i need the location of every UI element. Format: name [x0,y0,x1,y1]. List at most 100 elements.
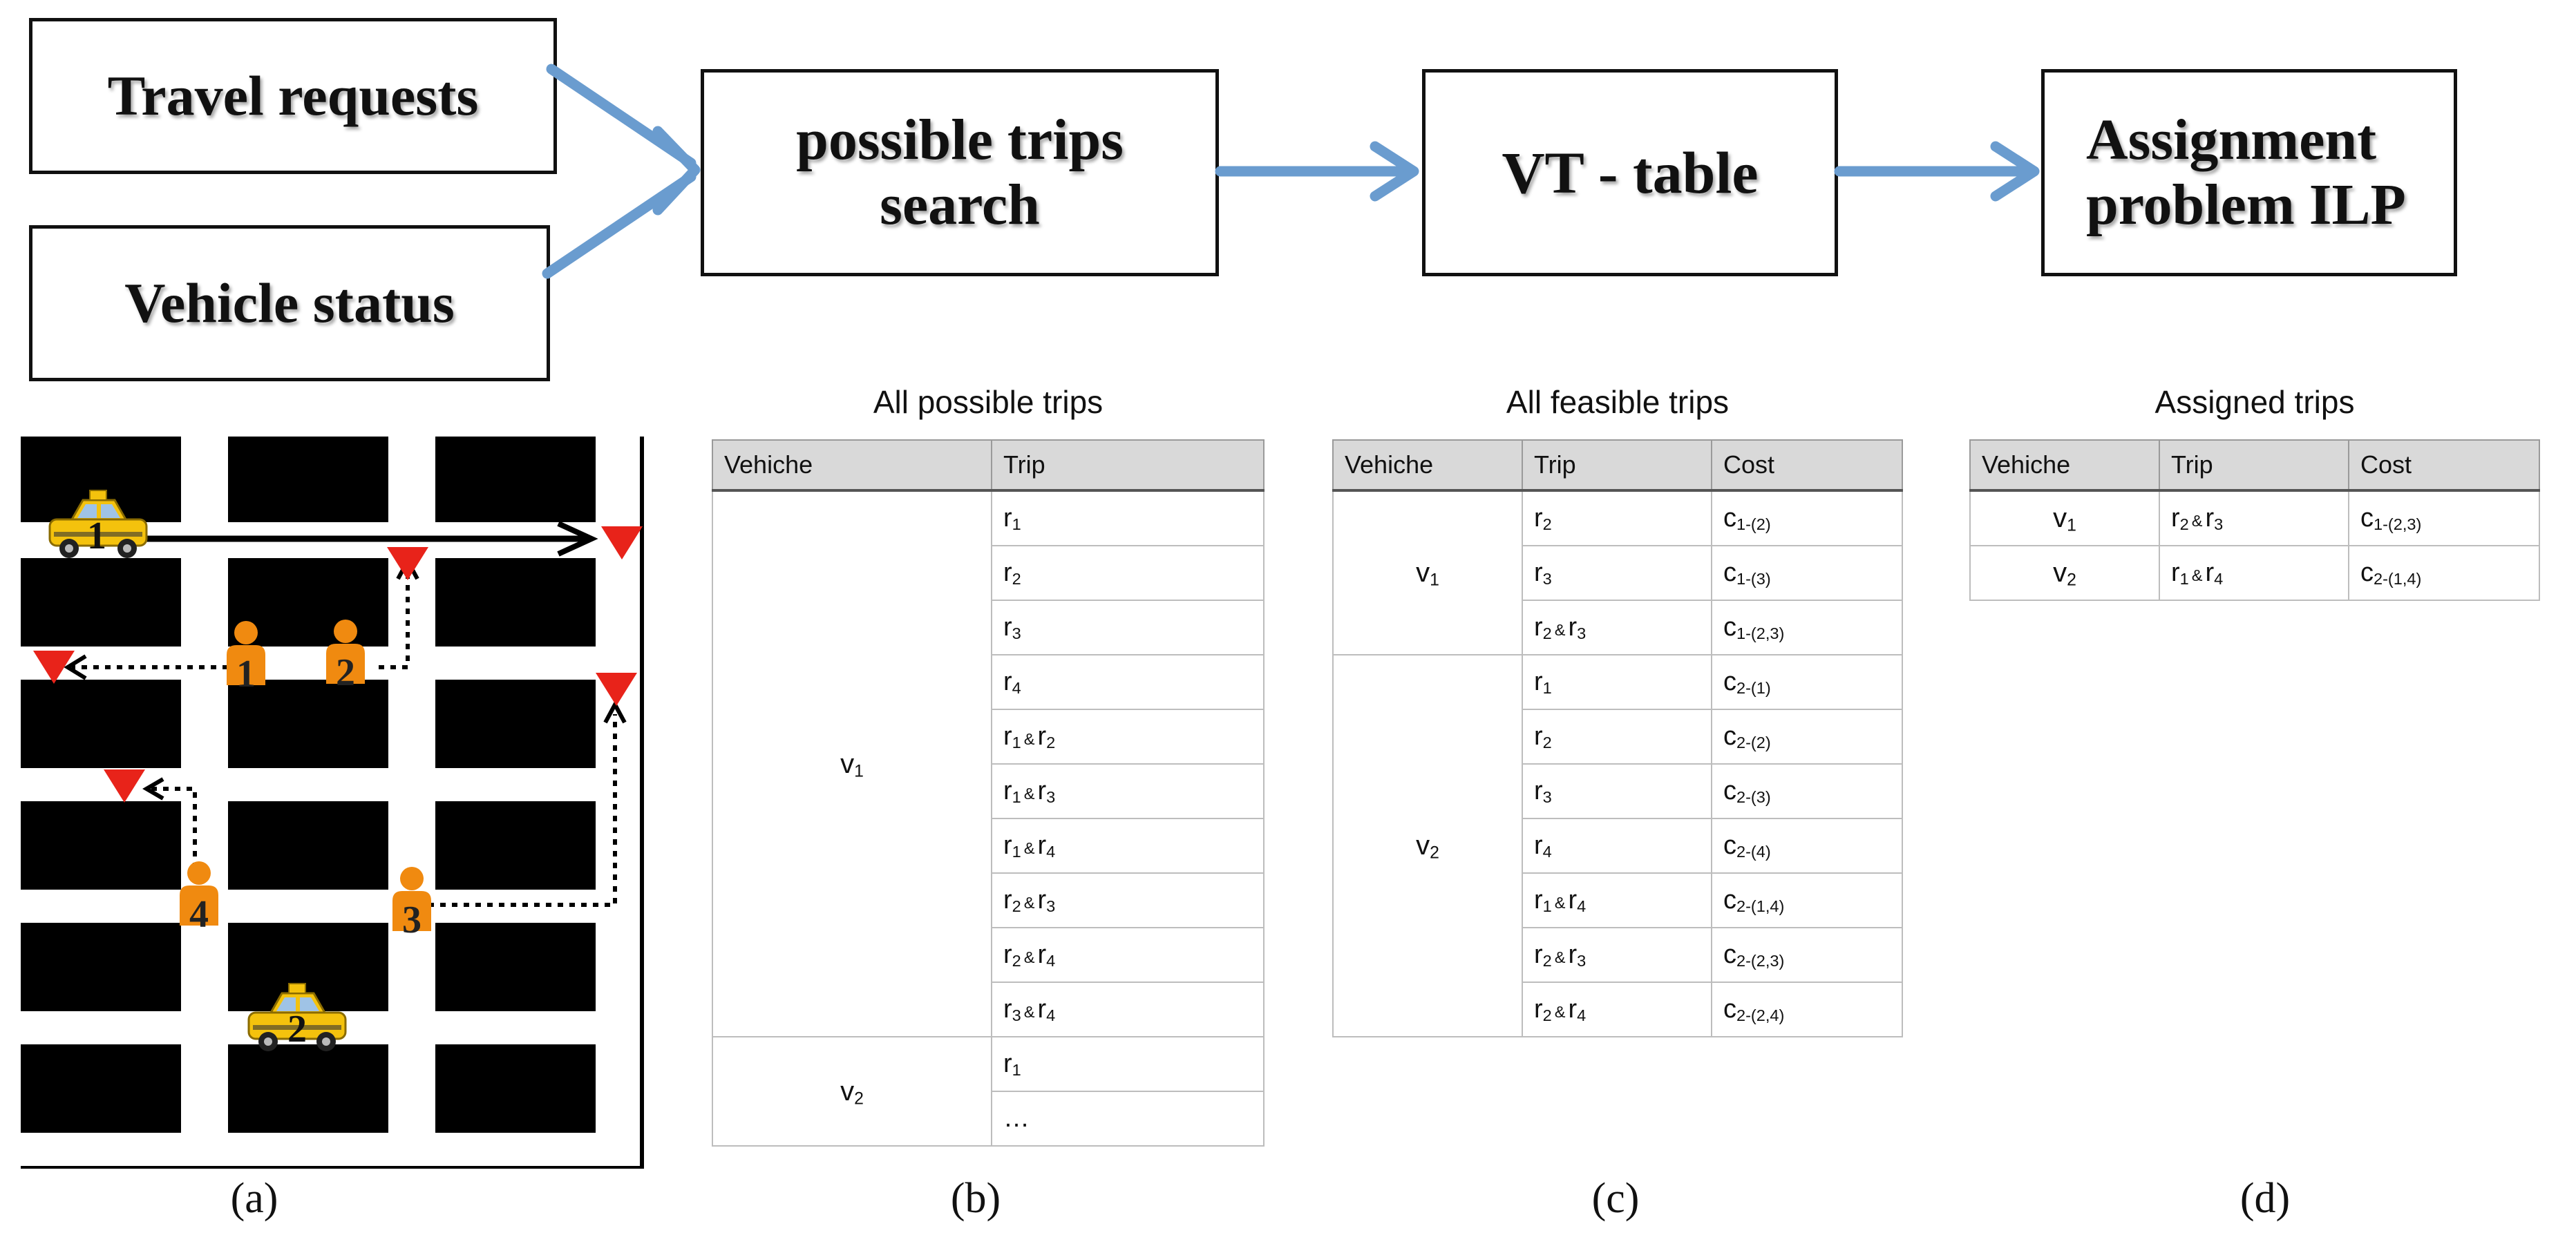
arrow-head-vt [1370,141,1419,202]
trip-term: r1 [1003,722,1021,752]
subscript: 2-(3) [1736,788,1771,807]
trip-cell: r2&r4 [1522,982,1712,1037]
trip-cell: r2&r3 [2159,490,2349,546]
cost-cell: c2-(2,3) [1711,927,1903,983]
subscript: 3 [1577,952,1587,970]
ampersand: & [1023,785,1035,803]
trip-term: r1 [2171,558,2189,588]
vehicle-1-route-head [557,521,598,557]
ampersand: & [1554,948,1566,966]
trip-cell: r2&r3 [1522,927,1712,983]
trip-term: r3 [1003,995,1021,1025]
trip-cell: r2 [991,545,1265,601]
trip-term: r2 [2171,504,2189,534]
trip-cell: r2 [1522,490,1712,546]
trip-term: … [1003,1104,1030,1133]
subscript: 4 [1577,897,1587,916]
subscript: 2-(1) [1736,679,1771,698]
subscript: 1-(3) [1736,570,1771,588]
subscript: 4 [2214,570,2224,588]
trip-term: r1 [1534,885,1552,916]
trip-cell: r2&r3 [991,872,1265,928]
subscript: 2 [1012,897,1021,916]
subscript: 2-(1,4) [1736,897,1785,916]
trip-term: r1 [1003,1049,1021,1080]
trip-cell: r1&r2 [991,709,1265,765]
assignment-ilp-box: Assignment problem ILP [2041,69,2457,276]
subscript: 3 [2214,515,2224,534]
subscript: 3 [1046,788,1056,807]
column-header: Trip [1522,439,1712,492]
cost-cell: c1-(2,3) [2348,490,2540,546]
travel-requests-box: Travel requests [29,18,557,174]
vehicle-status-label: Vehicle status [124,271,455,335]
trip-term: r4 [1037,995,1056,1025]
column-header: Cost [1711,439,1903,492]
subscript: 2-(2,3) [1736,952,1785,970]
trip-term: r1 [1534,667,1552,698]
trip-cell: r1&r4 [991,818,1265,874]
table-d-caption: Assigned trips [2154,384,2355,420]
subscript: 3 [1577,624,1587,643]
trip-cell: r2&r4 [991,927,1265,983]
table-row: r2&r3 [712,872,1265,928]
subscript: 1 [1542,679,1552,698]
trip-cell: … [991,1091,1265,1147]
trip-term: r4 [1534,831,1552,861]
subscript: 4 [1542,843,1552,861]
trip-term: r3 [2205,504,2224,534]
trip-cell: r3&r4 [991,982,1265,1037]
trip-term: r4 [2205,558,2224,588]
trip-term: r4 [1003,667,1021,698]
table-row: r1&r3 [712,763,1265,819]
cost-cell: c2-(2) [1711,709,1903,765]
subscript: 2 [1542,624,1552,643]
trip-cell: r1 [1522,654,1712,710]
ampersand: & [1023,839,1035,857]
vehicle-cell: v1 [1969,490,2160,546]
trip-term: r3 [1037,885,1056,916]
table-row: … [712,1091,1265,1147]
subscript: 1 [1012,515,1021,534]
trip-term: r2 [1534,940,1552,970]
cost-cell: c2-(3) [1711,763,1903,819]
subscript: 4 [1046,843,1056,861]
column-header: Vehiche [712,439,992,492]
vehicle-cell: v1 [1332,490,1523,655]
subscript: 2 [1012,570,1021,588]
table-row: r1&r2 [712,709,1265,765]
subscript: 2-(2) [1736,734,1771,752]
trip-term: r1 [1003,776,1021,807]
subscript: 2 [1046,734,1056,752]
subscript: 1 [1430,571,1439,590]
trip-cell: r1&r3 [991,763,1265,819]
subscript: 2-(2,4) [1736,1006,1785,1025]
table-row: r1&r4 [712,818,1265,874]
subscript: 2 [1542,952,1552,970]
trip-cell: r3 [1522,545,1712,601]
subscript: 4 [1046,952,1056,970]
subscript: 1-(2) [1736,515,1771,534]
panel-label-a: (a) [230,1175,278,1222]
panel-label-b: (b) [950,1175,1001,1222]
trip-term: r3 [1568,940,1587,970]
cost-cell: c1-(2,3) [1711,600,1903,655]
trip-term: r3 [1534,776,1552,807]
travel-requests-label: Travel requests [107,64,479,128]
ampersand: & [1554,621,1566,639]
table-row: r2 [712,545,1265,601]
drop-off-marker [387,547,428,580]
subscript: 1 [854,761,864,781]
trip-term: r3 [1534,558,1552,588]
trip-cell: r1&r4 [1522,872,1712,928]
possible-trips-search-box: possible trips search [701,69,1219,276]
trip-term: r3 [1568,613,1587,643]
trip-cell: r2&r3 [1522,600,1712,655]
vehicle-cell: v1 [712,490,992,1037]
